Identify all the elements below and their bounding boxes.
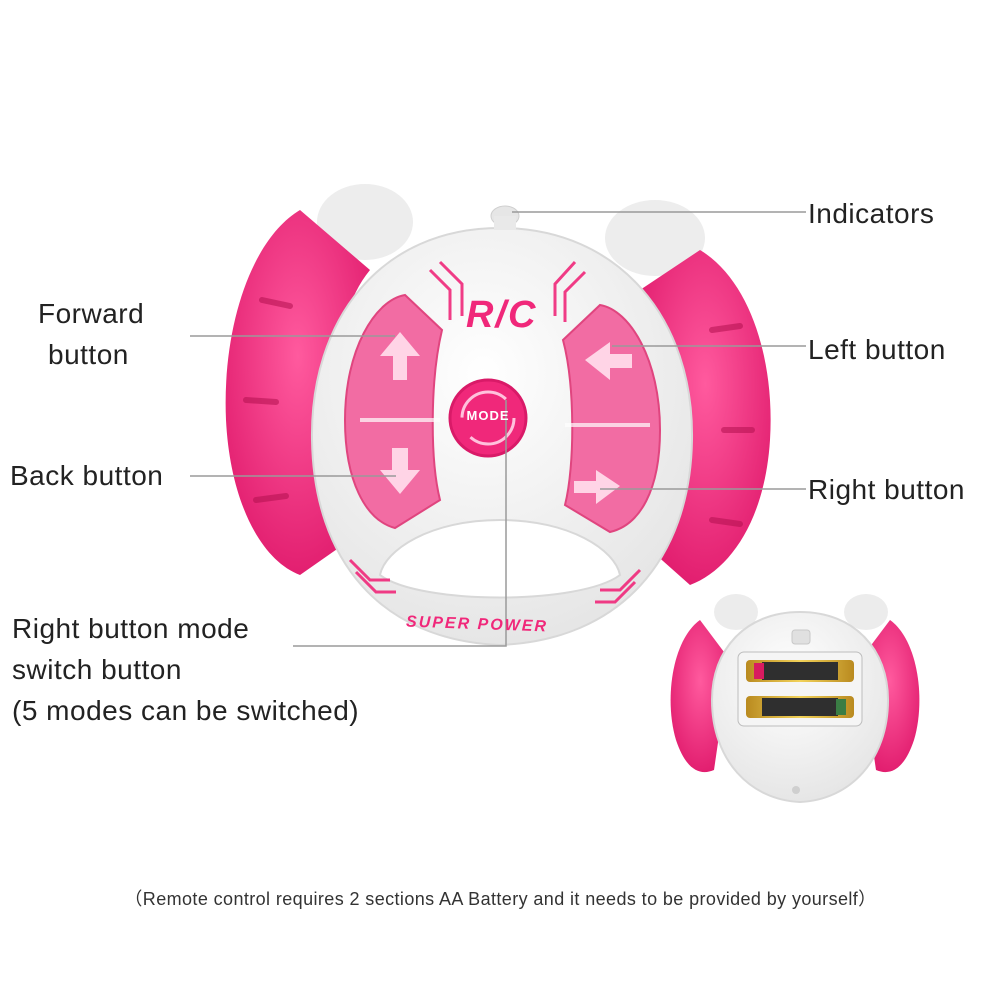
label-left-button: Left button — [808, 334, 946, 365]
label-forward-line1: Forward — [38, 298, 145, 329]
main-remote — [225, 184, 771, 647]
label-right-button: Right button — [808, 474, 965, 505]
arrow-down-icon[interactable] — [380, 448, 420, 494]
label-indicators: Indicators — [808, 198, 935, 229]
arrow-left-icon[interactable] — [585, 342, 632, 380]
arrow-right-icon[interactable] — [574, 470, 620, 504]
label-forward: Forward — [38, 294, 144, 334]
label-back-button: Back button — [10, 460, 164, 491]
back-view-remote — [670, 594, 920, 804]
mode-icon — [460, 390, 516, 446]
battery-icon — [746, 660, 854, 718]
mode-button[interactable] — [448, 378, 528, 458]
leader-lines — [190, 211, 806, 647]
label-forward-2: button — [48, 335, 129, 375]
mode-label: MODE — [466, 408, 510, 423]
arrow-up-icon[interactable] — [380, 332, 420, 380]
battery-footnote: （Remote control requires 2 sections AA B… — [124, 889, 877, 909]
label-mode-line3: (5 modes can be switched) — [12, 695, 360, 726]
rc-logo: R/C — [466, 294, 538, 336]
label-mode-line2: switch button — [12, 654, 182, 685]
right-knob — [605, 200, 705, 276]
label-mode-line1: Right button mode — [12, 613, 250, 644]
label-forward-line2: button — [48, 339, 129, 370]
left-knob — [317, 184, 413, 260]
